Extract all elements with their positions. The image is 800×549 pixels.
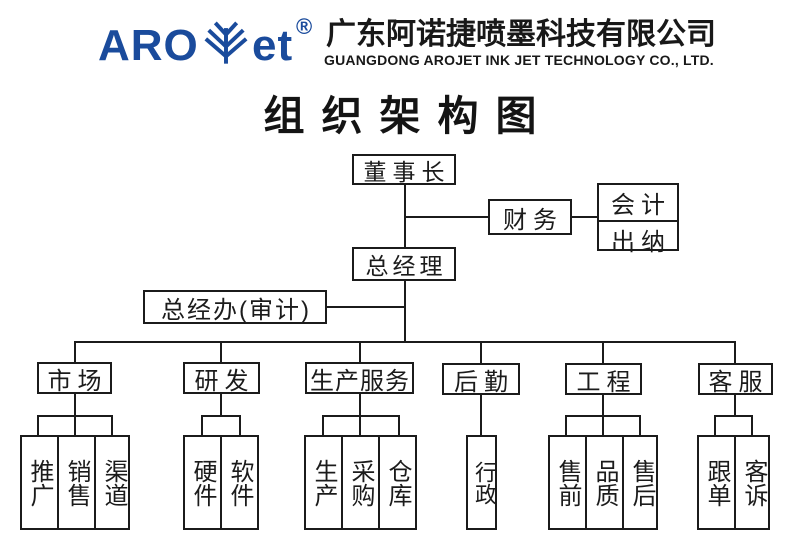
chairman-box: 董事长	[352, 154, 456, 185]
arojet-spray-leaf-icon	[204, 21, 248, 64]
sub-dept-sales: 销售	[57, 437, 94, 528]
sub-dept-manufacturing: 生产	[310, 458, 337, 507]
logistics-stem	[480, 394, 482, 435]
rnd-stem	[220, 393, 222, 417]
sub-dept-aftersales: 售后	[622, 437, 659, 528]
finance-accounting-connector	[570, 216, 598, 218]
cs-drop-left	[714, 415, 716, 435]
sub-dept-promotion: 推广	[26, 458, 53, 507]
general-manager-box: 总经理	[352, 247, 456, 281]
sub-dept-warehouse: 仓库	[378, 437, 415, 528]
sub-dept-administration: 行政	[472, 460, 497, 505]
company-name-en: GUANGDONG AROJET INK JET TECHNOLOGY CO.,…	[324, 52, 714, 68]
production-stem	[359, 393, 361, 435]
dept-rnd-box: 研发	[183, 362, 260, 395]
market-children-box: 推广 销售 渠道	[20, 435, 130, 530]
rnd-children-box: 硬件 软件	[183, 435, 259, 530]
finance-children-box: 会计 出纳	[597, 183, 679, 256]
rnd-drop-right	[239, 415, 241, 435]
cs-children-box: 跟单 客诉	[697, 435, 770, 530]
engineering-children-box: 售前 品质 售后	[548, 435, 658, 530]
logistics-children-box: 行政	[466, 435, 497, 530]
sub-dept-purchasing: 采购	[341, 437, 378, 528]
department-distribution-line	[74, 341, 736, 343]
gm-office-connector	[326, 306, 406, 308]
cs-drop-right	[751, 415, 753, 435]
gm-office-box: 总经办(审计)	[143, 290, 327, 324]
market-drop-left	[37, 415, 39, 435]
engineering-drop-right	[639, 415, 641, 435]
drop-customer-service	[734, 341, 736, 364]
page-title: 组织架构图	[263, 93, 554, 139]
production-children-box: 生产 采购 仓库	[304, 435, 417, 530]
market-bridge	[37, 415, 113, 417]
finance-connector	[405, 216, 489, 218]
drop-market	[74, 341, 76, 363]
production-drop-right	[398, 415, 400, 435]
cs-bridge	[714, 415, 753, 417]
sub-dept-order-follow: 跟单	[703, 458, 730, 507]
market-drop-right	[111, 415, 113, 435]
dept-customer-service-box: 客服	[698, 363, 773, 396]
sub-dept-complaints: 客诉	[734, 437, 771, 528]
sub-dept-presales: 售前	[554, 458, 581, 507]
dept-engineering-box: 工程	[565, 363, 642, 396]
finance-box: 财务	[488, 199, 572, 235]
engineering-bridge	[565, 415, 641, 417]
drop-rnd	[220, 341, 222, 363]
cashier-box: 出纳	[611, 229, 671, 256]
drop-engineering	[602, 341, 604, 364]
dept-production-box: 生产服务	[305, 362, 414, 395]
rnd-bridge	[201, 415, 241, 417]
sub-dept-software: 软件	[220, 437, 257, 528]
rnd-drop-left	[201, 415, 203, 435]
dept-logistics-box: 后勤	[442, 363, 520, 396]
engineering-drop-left	[565, 415, 567, 435]
logo-text-aro: ARO	[98, 21, 199, 70]
accounting-box: 会计	[599, 185, 677, 222]
drop-production	[359, 341, 361, 363]
sub-dept-hardware: 硬件	[189, 458, 216, 507]
cs-stem	[734, 394, 736, 417]
market-stem	[74, 393, 76, 435]
engineering-stem	[602, 394, 604, 435]
production-drop-left	[322, 415, 324, 435]
sub-dept-quality: 品质	[585, 437, 622, 528]
company-name-zh: 广东阿诺捷喷墨科技有限公司	[326, 18, 716, 51]
dept-market-box: 市场	[37, 362, 112, 395]
drop-logistics	[480, 341, 482, 364]
sub-dept-channel: 渠道	[94, 437, 131, 528]
registered-trademark-icon: ®	[296, 14, 313, 39]
production-bridge	[322, 415, 400, 417]
logo-text-et: et	[252, 21, 294, 70]
